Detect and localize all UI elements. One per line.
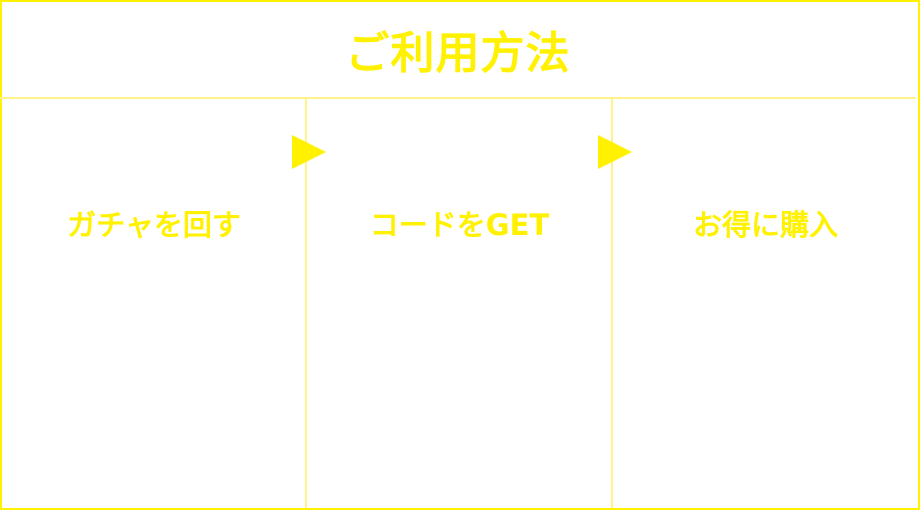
step-label: ガチャを回す [67, 208, 241, 242]
divider [305, 99, 307, 508]
step-2: コードをGET [307, 99, 612, 506]
header: ご利用方法 [0, 0, 916, 99]
step-label: コードをGET [369, 208, 550, 242]
step-label: お得に購入 [692, 208, 838, 242]
step-3: お得に購入 [613, 99, 918, 506]
arrow-right-icon [292, 135, 326, 169]
divider [611, 99, 613, 508]
page-title: ご利用方法 [345, 27, 571, 79]
arrow-right-icon [598, 135, 632, 169]
step-1: ガチャを回す [2, 99, 306, 506]
